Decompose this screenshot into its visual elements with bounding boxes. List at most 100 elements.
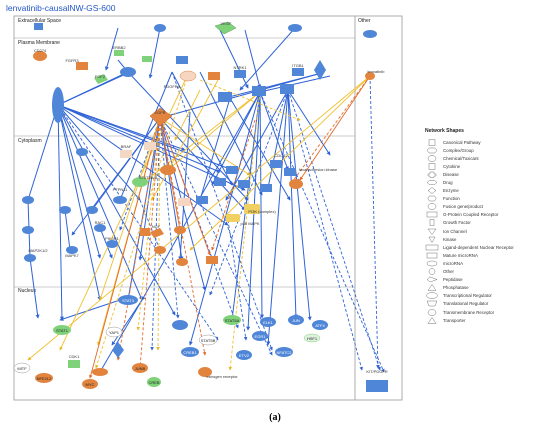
node-stat1[interactable]: STAT1 <box>53 325 71 335</box>
node-pm-e[interactable] <box>314 60 326 80</box>
svg-text:NFE2L2: NFE2L2 <box>37 376 52 381</box>
node-cdk1[interactable]: CDK1 <box>68 354 80 368</box>
network-diagram: Extracellular Space Plasma Membrane Cyto… <box>13 15 403 401</box>
figure-caption: (a) <box>269 412 281 423</box>
node-stat5ab[interactable]: STAT5A/B <box>132 175 157 187</box>
node-ec-a[interactable] <box>34 23 43 30</box>
legend-item: G-Protein Coupled Receptor <box>425 211 547 219</box>
node-estrogen-receptor[interactable]: estrogen receptor <box>198 367 238 379</box>
node-ngf[interactable]: NGF <box>150 224 164 238</box>
node-map2k12[interactable]: MAP2K1/2 <box>24 248 48 262</box>
node-myc[interactable]: MYC <box>82 379 98 389</box>
node-cy-m[interactable] <box>178 198 190 206</box>
node-vegf[interactable]: VEGF <box>214 21 237 35</box>
node-pm-g[interactable] <box>280 84 294 94</box>
node-itgb1[interactable]: ITGB1 <box>292 63 305 76</box>
node-atf4[interactable]: ATF4 <box>312 320 328 330</box>
node-nu-a[interactable] <box>172 320 188 330</box>
node-cy-p[interactable] <box>174 226 186 234</box>
node-cy-q[interactable] <box>154 246 166 254</box>
node-stat3[interactable]: STAT3 <box>118 295 138 305</box>
svg-text:STAT1: STAT1 <box>56 328 69 333</box>
node-junb[interactable]: JUNB <box>132 363 148 373</box>
node-mitf[interactable]: MITF <box>13 362 31 374</box>
network-title: lenvatinib-causalNW-GS-600 <box>6 3 116 13</box>
node-pm-a[interactable] <box>142 56 152 62</box>
node-pm-h[interactable] <box>218 92 232 102</box>
node-cy-c[interactable] <box>160 165 176 175</box>
node-cy-e[interactable] <box>214 178 226 186</box>
node-cy-k[interactable] <box>86 206 98 214</box>
svg-text:VEGF: VEGF <box>221 21 232 26</box>
node-creb1[interactable]: CREB1 <box>181 347 199 357</box>
node-focal-adhesion-kinase[interactable]: focal adhesion kinase <box>284 167 338 176</box>
node-egr1[interactable]: EGR1 <box>252 331 268 341</box>
node-pdgfra[interactable]: PDGFRA <box>164 70 197 89</box>
node-pm-d[interactable] <box>208 72 220 80</box>
legend-item: Ligand-dependent Nuclear Receptor <box>425 243 547 251</box>
node-cy-j[interactable] <box>59 206 71 214</box>
node-elk1[interactable]: ELK1 <box>260 317 276 327</box>
node-pm-hub[interactable] <box>52 87 64 123</box>
svg-text:MYC: MYC <box>86 382 95 387</box>
node-cy-r[interactable] <box>176 258 188 266</box>
svg-text:FGFR3: FGFR3 <box>65 58 79 63</box>
node-cy-g[interactable] <box>260 184 272 192</box>
legend-item-label: Canonical Pathway <box>443 139 481 145</box>
node-fgf2[interactable]: FGF2 <box>94 74 108 84</box>
legend-shape-icon <box>425 171 439 178</box>
node-pm-f[interactable] <box>252 86 266 96</box>
node-cy-b[interactable] <box>144 142 156 150</box>
node-kit-pdgfr[interactable]: KIT/PDGFR <box>366 369 388 392</box>
node-lenvatinib[interactable]: lenvatinib <box>365 69 385 80</box>
svg-text:KIT/PDGFR: KIT/PDGFR <box>366 369 387 374</box>
node-cy-f[interactable] <box>238 180 250 188</box>
node-nu-c[interactable] <box>112 342 124 358</box>
node-cy-h[interactable] <box>289 179 303 189</box>
node-mapk7[interactable]: MAPK7 <box>65 246 80 258</box>
node-stat5a[interactable]: STAT5A <box>223 315 241 325</box>
node-fgfr3[interactable]: FGFR3 <box>65 58 88 70</box>
node-pm-b[interactable] <box>120 67 136 77</box>
svg-text:ETV2: ETV2 <box>239 353 250 358</box>
node-ntrk1[interactable]: NTRK1 <box>233 65 247 78</box>
node-p38-mapk[interactable]: p38 MAPK <box>226 214 260 226</box>
node-pi3k-complex[interactable]: PI3K (complex) <box>244 204 276 214</box>
node-ec-c[interactable] <box>288 24 302 32</box>
node-etv2[interactable]: ETV2 <box>236 350 252 360</box>
node-stat5b[interactable]: STAT5B <box>198 334 218 346</box>
node-cy-d[interactable] <box>226 166 238 174</box>
node-cy-i[interactable] <box>22 196 34 204</box>
node-cy-o[interactable] <box>140 228 150 236</box>
legend-shape-icon <box>425 203 439 211</box>
legend-item: Growth Factor <box>425 219 547 227</box>
node-cdc42[interactable]: CDC42 <box>270 153 288 168</box>
legend-shape-icon <box>425 228 439 235</box>
node-rac1[interactable]: RAC1 <box>94 220 106 232</box>
node-pm-c[interactable] <box>176 56 188 64</box>
legend-item-label: Ion Channel <box>443 228 467 234</box>
node-egfr[interactable]: EGFR <box>149 107 173 127</box>
node-creb[interactable]: CREB <box>147 377 161 387</box>
node-cy-l[interactable] <box>196 196 208 204</box>
node-ec-b[interactable] <box>154 24 166 32</box>
node-cy-s[interactable] <box>206 256 218 264</box>
node-ptpn11[interactable]: PTPN11 <box>113 187 129 204</box>
node-erbb2[interactable]: ERBB2 <box>112 45 126 56</box>
legend-shape-icon <box>425 260 439 267</box>
node-jun[interactable]: JUN <box>288 315 304 325</box>
legend-shape-icon <box>425 236 439 243</box>
node-nfatc2[interactable]: NFATC2 <box>275 347 293 357</box>
node-yap1[interactable]: YAP1 <box>105 326 123 338</box>
node-hsf1[interactable]: HSF1 <box>303 333 321 343</box>
node-cy-a[interactable] <box>76 148 88 156</box>
node-nu-b[interactable] <box>92 368 108 376</box>
node-braf[interactable]: BRAF <box>120 144 132 158</box>
node-cd274[interactable]: CD274 <box>33 48 47 61</box>
node-nfe2l2[interactable]: NFE2L2 <box>35 373 53 383</box>
svg-text:CD274: CD274 <box>34 48 47 53</box>
node-pik3r1[interactable]: PIK3R1 <box>105 236 120 248</box>
node-cy-n[interactable] <box>22 226 34 234</box>
node-other-a[interactable] <box>363 30 377 38</box>
